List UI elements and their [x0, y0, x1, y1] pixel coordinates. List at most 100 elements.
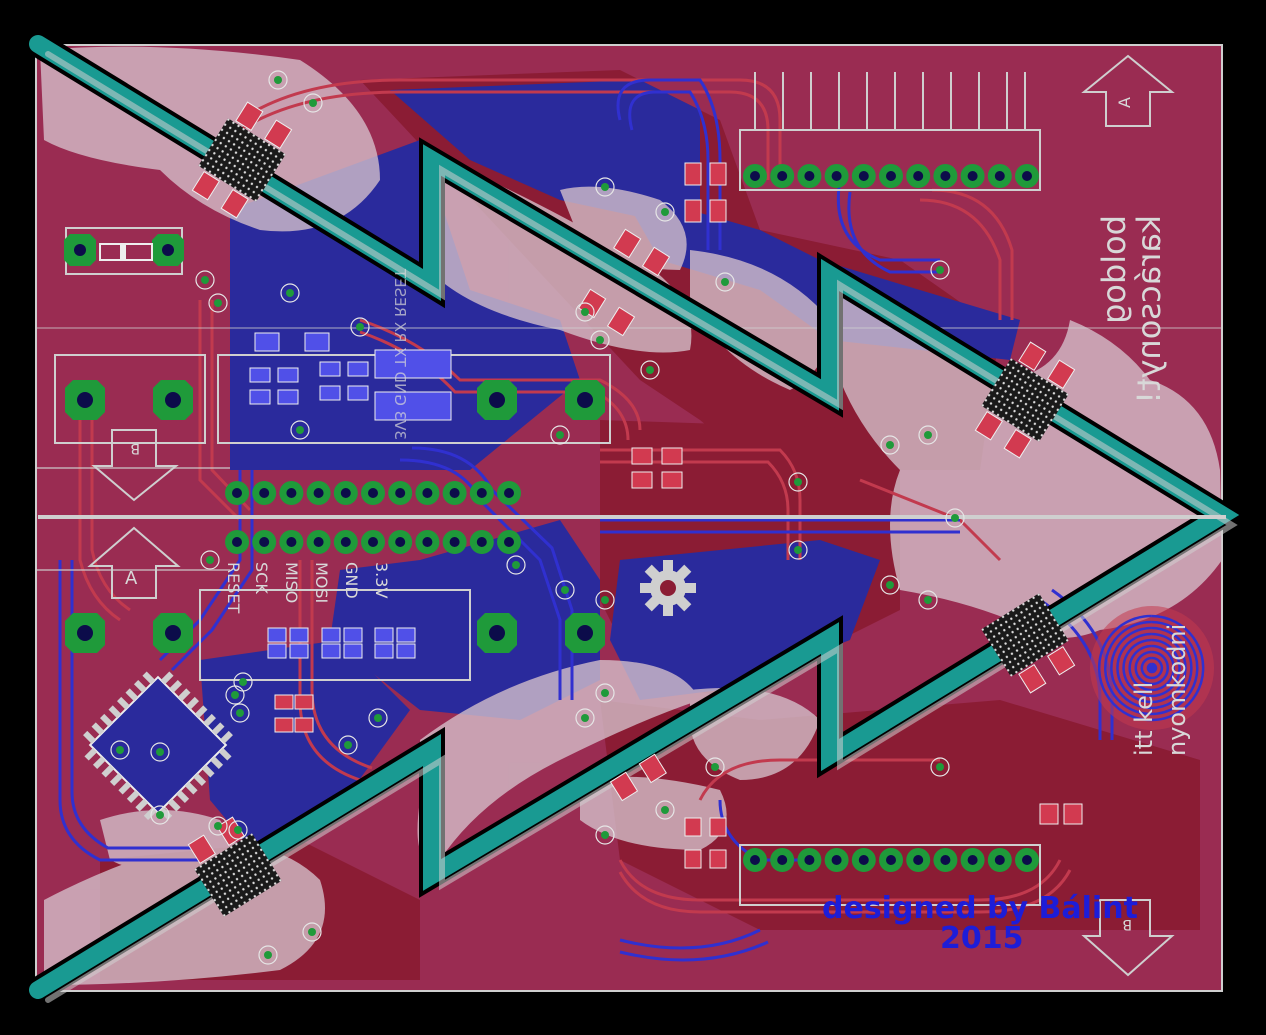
pin-label-reset: RESET — [224, 562, 243, 613]
touch-hint-line-2: nyomkodni — [1163, 624, 1191, 756]
via — [945, 508, 965, 528]
header-pad — [497, 481, 521, 505]
header-pad — [960, 848, 985, 872]
via — [715, 272, 735, 292]
via — [110, 740, 130, 760]
via — [575, 708, 595, 728]
greeting-line-2: karácsonyt! — [1130, 215, 1168, 404]
header-pad — [797, 848, 822, 872]
down-arrow-marker-icon — [91, 429, 1175, 977]
header-pad — [960, 164, 985, 188]
via — [930, 260, 950, 280]
header-pad — [933, 848, 958, 872]
via — [228, 820, 248, 840]
pin-label-mosi: MOSI — [312, 562, 331, 603]
header-pad — [824, 164, 849, 188]
header-pad — [252, 481, 277, 505]
header-pad — [279, 481, 304, 505]
via — [788, 540, 808, 560]
header-pad — [1015, 164, 1039, 188]
header-pad — [333, 530, 358, 554]
vias — [110, 70, 965, 965]
header-pad — [306, 481, 331, 505]
up-arrow-marker-icon — [87, 54, 1175, 599]
via — [350, 317, 370, 337]
silkscreen-outlines — [36, 129, 1222, 906]
via — [290, 420, 310, 440]
via — [303, 93, 323, 113]
header-pad — [469, 481, 494, 505]
pin-label-3v3: 3.3V — [372, 562, 391, 598]
header-pad — [442, 481, 467, 505]
via — [595, 590, 615, 610]
header-pad — [906, 164, 931, 188]
via — [880, 575, 900, 595]
via — [595, 683, 615, 703]
via — [655, 800, 675, 820]
marker-b-lower: B — [1122, 916, 1132, 932]
open-hardware-gear-icon — [640, 560, 696, 616]
header-pad — [1015, 848, 1039, 872]
microcontroller-chip — [83, 671, 233, 820]
header-pad — [333, 481, 358, 505]
spiral-touch-pad-icon — [1090, 606, 1214, 730]
header-pad — [361, 530, 385, 554]
header-pad — [497, 530, 521, 554]
via — [550, 425, 570, 445]
header-pad — [306, 530, 331, 554]
via — [280, 283, 300, 303]
via — [368, 708, 388, 728]
header-pad — [361, 481, 385, 505]
touch-hint-line-1: itt kell — [1130, 682, 1158, 756]
header-pad — [987, 164, 1012, 188]
via — [640, 360, 660, 380]
signature-year: 2015 — [940, 921, 1024, 956]
led-footprints — [187, 101, 1076, 917]
header-pad — [770, 848, 795, 872]
header-pad — [743, 848, 767, 872]
pin-label-sck: SCK — [252, 562, 271, 594]
header-pad — [442, 530, 467, 554]
header-pad — [279, 530, 304, 554]
via — [506, 555, 526, 575]
via — [918, 590, 938, 610]
via — [268, 70, 288, 90]
via — [208, 293, 228, 313]
header-pad — [415, 481, 440, 505]
via — [595, 825, 615, 845]
via — [225, 685, 245, 705]
pin-label-miso: MISO — [282, 562, 301, 603]
marker-a-upper: A — [1115, 97, 1134, 108]
greeting-line-1: boldog — [1095, 215, 1133, 324]
via — [338, 735, 358, 755]
via — [258, 945, 278, 965]
via — [930, 757, 950, 777]
header-pad — [879, 164, 903, 188]
header-pad — [851, 164, 876, 188]
header-pad — [743, 164, 767, 188]
header-pad — [851, 848, 876, 872]
header-pad — [906, 848, 931, 872]
smd-components — [249, 162, 1083, 869]
header-pad — [225, 530, 249, 554]
header-pad — [933, 164, 958, 188]
header-pad — [469, 530, 494, 554]
via — [555, 580, 575, 600]
designer-signature: designed by Bálint — [822, 891, 1138, 926]
header-pad — [388, 530, 413, 554]
via — [150, 805, 170, 825]
via — [880, 435, 900, 455]
marker-a-lower: A — [125, 568, 138, 589]
via — [302, 922, 322, 942]
via — [788, 472, 808, 492]
marker-b-upper: B — [130, 440, 140, 456]
via — [575, 302, 595, 322]
header-pin-legs — [754, 72, 1026, 130]
header-pad — [987, 848, 1012, 872]
header-pad — [770, 164, 795, 188]
header-pad — [388, 481, 413, 505]
via — [590, 330, 610, 350]
header-pad — [824, 848, 849, 872]
via — [200, 550, 220, 570]
